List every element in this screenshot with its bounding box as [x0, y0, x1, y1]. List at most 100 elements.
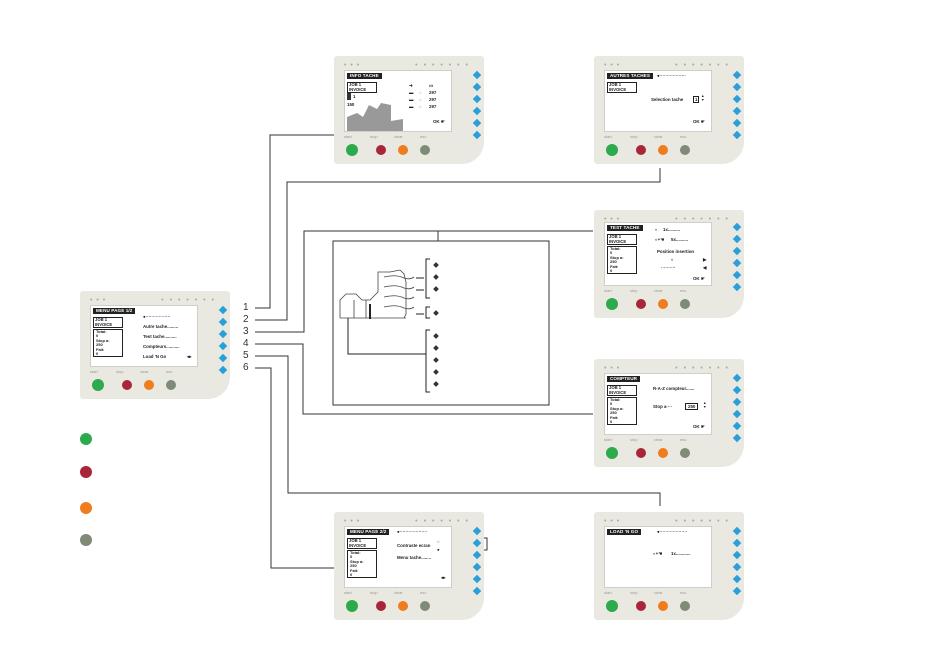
- softkey-6[interactable]: [732, 433, 742, 443]
- menu-item-test-tache[interactable]: Test tache..........: [143, 334, 177, 339]
- softkey-3[interactable]: [732, 550, 742, 560]
- esc-button[interactable]: [420, 145, 430, 155]
- softkey-3[interactable]: [472, 550, 482, 560]
- softkey-2[interactable]: [218, 317, 228, 327]
- page-arrow-icon[interactable]: ◂▸: [441, 575, 446, 580]
- ok-label[interactable]: OK ☛: [693, 424, 705, 429]
- ok-label[interactable]: OK ☛: [693, 276, 705, 281]
- softkey-5[interactable]: [218, 353, 228, 363]
- softkey-5[interactable]: [472, 574, 482, 584]
- left-arrow-icon[interactable]: ◀: [703, 265, 707, 270]
- up-down-arrows-icon[interactable]: ▲▼: [701, 94, 705, 102]
- start-button[interactable]: [346, 600, 358, 612]
- esc-button[interactable]: [420, 601, 430, 611]
- softkey-5[interactable]: [732, 118, 742, 128]
- menu-item-load-n-go[interactable]: Load 'N Go: [143, 354, 167, 359]
- esc-button[interactable]: [680, 601, 690, 611]
- softkey-3[interactable]: [732, 94, 742, 104]
- clear-button[interactable]: [658, 448, 668, 458]
- softkey-6[interactable]: [472, 130, 482, 140]
- stop-button[interactable]: [636, 601, 646, 611]
- softkey-6[interactable]: [732, 282, 742, 292]
- start-button[interactable]: [606, 600, 618, 612]
- screen-title: MENU PAGE 2/2: [347, 529, 390, 535]
- test-5x-row[interactable]: 5x..........: [671, 237, 689, 242]
- right-arrow-icon[interactable]: ▶: [703, 257, 707, 262]
- menu-item-autre-tache[interactable]: Autre tache.........: [143, 324, 179, 329]
- ok-label[interactable]: OK ☛: [693, 119, 705, 124]
- esc-button[interactable]: [680, 145, 690, 155]
- softkey-4[interactable]: [732, 106, 742, 116]
- softkey-6[interactable]: [472, 586, 482, 596]
- clear-button[interactable]: [658, 145, 668, 155]
- softkey-2[interactable]: [732, 385, 742, 395]
- stop-label: stop: [630, 288, 638, 293]
- stop-button[interactable]: [376, 601, 386, 611]
- selection-value[interactable]: 1: [693, 96, 700, 103]
- softkey-1[interactable]: [472, 70, 482, 80]
- softkey-3[interactable]: [472, 94, 482, 104]
- stop-button[interactable]: [636, 145, 646, 155]
- softkey-4[interactable]: [732, 258, 742, 268]
- start-button[interactable]: [346, 144, 358, 156]
- esc-button[interactable]: [680, 448, 690, 458]
- stop-button[interactable]: [636, 448, 646, 458]
- softkey-1[interactable]: [472, 526, 482, 536]
- softkey-6[interactable]: [732, 586, 742, 596]
- softkey-6[interactable]: [218, 365, 228, 375]
- esc-button[interactable]: [680, 299, 690, 309]
- contrast-light-icon[interactable]: ○: [437, 539, 440, 544]
- start-button[interactable]: [606, 144, 618, 156]
- softkey-4[interactable]: [472, 562, 482, 572]
- contrast-dark-icon[interactable]: ●: [437, 547, 440, 552]
- start-button[interactable]: [606, 447, 618, 459]
- clear-button[interactable]: [658, 601, 668, 611]
- esc-button[interactable]: [166, 380, 176, 390]
- softkey-3[interactable]: [732, 246, 742, 256]
- test-1x-row[interactable]: 1x..........: [663, 227, 681, 232]
- softkey-5[interactable]: [732, 421, 742, 431]
- clear-button[interactable]: [398, 601, 408, 611]
- softkey-5[interactable]: [472, 118, 482, 128]
- ok-label[interactable]: OK ☛: [433, 119, 445, 124]
- softkey-1[interactable]: [732, 373, 742, 383]
- clear-button[interactable]: [144, 380, 154, 390]
- clear-button[interactable]: [658, 299, 668, 309]
- softkey-4[interactable]: [732, 562, 742, 572]
- stop-button[interactable]: [122, 380, 132, 390]
- reset-counter-item[interactable]: R-A-Z compteur.......: [653, 386, 695, 391]
- start-button[interactable]: [92, 379, 104, 391]
- stop-a-value[interactable]: 250: [685, 403, 699, 410]
- page-arrow-icon[interactable]: ◂▸: [187, 354, 192, 359]
- softkey-4[interactable]: [218, 341, 228, 351]
- clear-button[interactable]: [398, 145, 408, 155]
- up-down-arrows-icon[interactable]: ▲▼: [703, 401, 707, 409]
- count-value: 297: [429, 90, 437, 95]
- softkey-4[interactable]: [472, 106, 482, 116]
- softkey-1[interactable]: [218, 305, 228, 315]
- stop-button[interactable]: [636, 299, 646, 309]
- softkey-1[interactable]: [732, 70, 742, 80]
- softkey-4[interactable]: [732, 409, 742, 419]
- softkey-2[interactable]: [472, 82, 482, 92]
- menu-item-menu-tache[interactable]: Menu tache........: [397, 555, 431, 560]
- stop-button[interactable]: [376, 145, 386, 155]
- load-1x-row[interactable]: 1x............: [671, 551, 691, 556]
- softkey-6[interactable]: [732, 130, 742, 140]
- clear-label: clear: [654, 437, 663, 442]
- softkey-5[interactable]: [732, 270, 742, 280]
- softkey-1[interactable]: [732, 526, 742, 536]
- menu-item-contraste-ecran[interactable]: Contraste ecran: [397, 543, 431, 548]
- softkey-2[interactable]: [472, 538, 482, 548]
- softkey-2[interactable]: [732, 82, 742, 92]
- menu-item-compteurs[interactable]: Compteurs...........: [143, 344, 180, 349]
- softkey-2[interactable]: [732, 234, 742, 244]
- softkey-1[interactable]: [732, 222, 742, 232]
- softkey-3[interactable]: [218, 329, 228, 339]
- softkey-2[interactable]: [732, 538, 742, 548]
- softkey-3[interactable]: [732, 397, 742, 407]
- start-button[interactable]: [606, 298, 618, 310]
- softkey-5[interactable]: [732, 574, 742, 584]
